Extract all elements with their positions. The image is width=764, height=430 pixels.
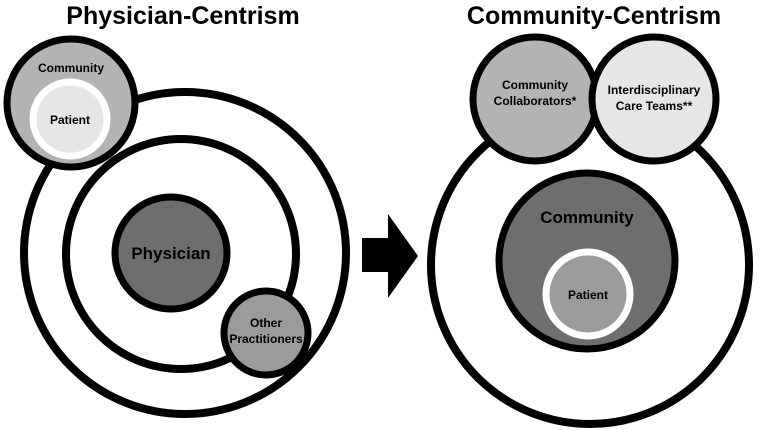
other-practitioners-label-line1: Other (250, 316, 282, 330)
community-collaborators-label-line1: Community (502, 78, 568, 92)
other-practitioners-label-line2: Practitioners (229, 332, 303, 346)
care-teams-circle (588, 33, 720, 165)
physician-centrism-panel: Physician-Centrism Physician Other Pract… (3, 2, 350, 418)
physician-label: Physician (131, 244, 210, 263)
other-practitioners-circle (220, 287, 312, 379)
physician-centrism-title: Physician-Centrism (66, 2, 299, 30)
community-label: Community (540, 208, 634, 227)
community-label: Community (38, 61, 104, 75)
community-collaborators-label-line2: Collaborators* (494, 94, 577, 108)
patient-label: Patient (50, 113, 90, 127)
community-centrism-title: Community-Centrism (467, 2, 721, 30)
community-centrism-panel: Community-Centrism Community Patient Com… (427, 2, 753, 428)
patient-label: Patient (568, 288, 608, 302)
transition-arrow-icon (362, 214, 418, 298)
physician-circle (111, 193, 231, 313)
care-teams-label-line2: Care Teams** (616, 99, 693, 113)
care-teams-label-line1: Interdisciplinary (608, 83, 701, 97)
patient-circle (29, 78, 111, 160)
patient-circle (542, 248, 634, 340)
